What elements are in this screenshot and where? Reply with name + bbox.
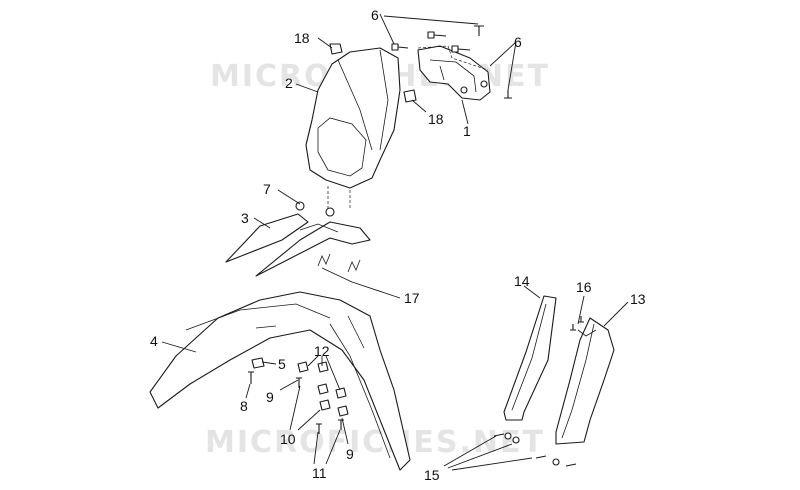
callout-6: 6 <box>514 34 522 50</box>
part-3-inner-fender <box>225 213 371 277</box>
part-18-clips <box>329 43 417 103</box>
callout-1: 1 <box>463 123 471 139</box>
callout-5: 5 <box>278 356 286 372</box>
callouts: 6 6 18 18 2 1 7 3 17 4 5 12 8 9 10 9 11 … <box>150 7 646 483</box>
part-13-fork-guard <box>555 317 615 445</box>
callout-4: 4 <box>150 333 158 349</box>
callout-17: 17 <box>404 290 420 306</box>
part-7-grommet-right <box>325 207 335 217</box>
callout-16: 16 <box>576 279 592 295</box>
callout-14: 14 <box>514 273 530 289</box>
part-4-front-fender <box>149 291 411 471</box>
callout-11: 11 <box>312 465 327 481</box>
callout-2: 2 <box>285 75 293 91</box>
part-17-springs <box>317 253 361 273</box>
callout-6: 6 <box>371 7 379 23</box>
leader-lines <box>161 13 629 471</box>
callout-10: 10 <box>280 431 296 447</box>
fork-guard-hardware <box>493 316 584 467</box>
part-6-screws <box>391 25 512 99</box>
callout-9: 9 <box>346 446 354 462</box>
part-7-grommet-left <box>295 201 305 211</box>
part-2-headlight-fairing <box>305 47 401 189</box>
callout-18: 18 <box>294 30 310 46</box>
fender-hardware <box>248 357 349 434</box>
dash-bracket-screws <box>417 45 489 71</box>
callout-18: 18 <box>428 111 444 127</box>
callout-8: 8 <box>240 398 248 414</box>
watermark-bottom: MICROFICHES.NET <box>205 425 545 460</box>
part-14-fork-guard <box>503 295 557 421</box>
part-1-bracket <box>417 45 491 101</box>
callout-13: 13 <box>630 291 646 307</box>
callout-3: 3 <box>241 210 249 226</box>
callout-12: 12 <box>314 343 330 359</box>
callout-7: 7 <box>263 181 271 197</box>
callout-15: 15 <box>424 467 440 483</box>
callout-9: 9 <box>266 389 274 405</box>
